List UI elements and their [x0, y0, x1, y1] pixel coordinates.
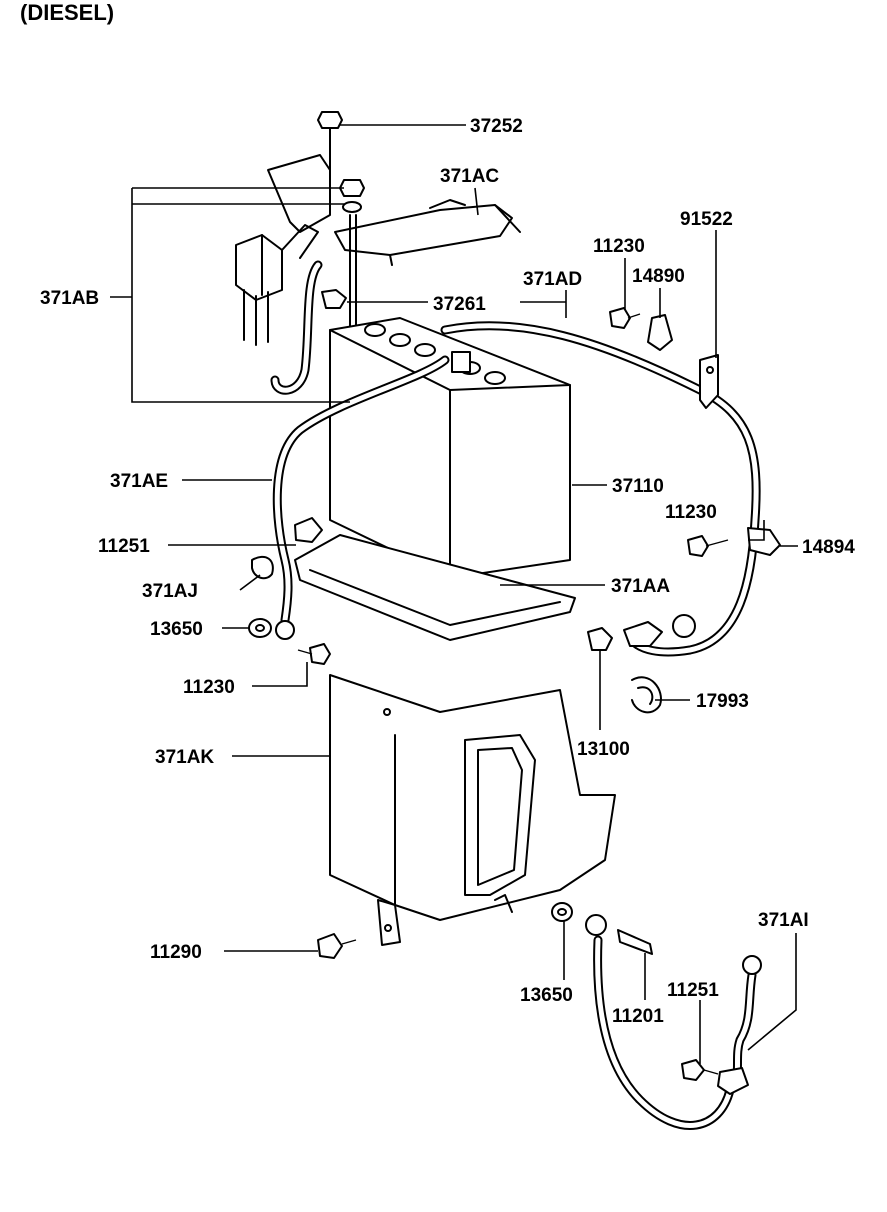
label-14890: 14890 [632, 266, 685, 287]
nut-37261 [321, 289, 347, 309]
label-11251-low: 11251 [667, 980, 719, 1001]
nuts-stack [339, 179, 365, 213]
washer-13650-low [551, 902, 573, 922]
label-371AA: 371AA [611, 576, 670, 597]
label-11290: 11290 [150, 942, 202, 963]
label-371AK: 371AK [155, 747, 214, 768]
ground-cable [585, 914, 735, 1130]
cap-371AJ [251, 555, 274, 580]
label-37261: 37261 [433, 294, 486, 315]
bracket-371AB [235, 154, 331, 346]
clip-14890 [647, 314, 673, 351]
bolt-11201 [617, 929, 653, 955]
label-371AI: 371AI [758, 910, 809, 931]
label-371AD: 371AD [523, 269, 582, 290]
label-17993: 17993 [696, 691, 749, 712]
battery-37110 [329, 317, 571, 579]
bolt-11251-low [681, 1059, 719, 1081]
clip-91522 [699, 354, 719, 409]
bolt-11251-left [294, 517, 323, 543]
diagram-title: (DIESEL) [20, 0, 114, 25]
clamp-17993 [631, 676, 662, 714]
relay-wire [270, 260, 323, 395]
label-37252: 37252 [470, 116, 523, 137]
label-91522: 91522 [680, 209, 733, 230]
label-371AE: 371AE [110, 471, 168, 492]
label-13650-low: 13650 [520, 985, 573, 1006]
label-371AJ: 371AJ [142, 581, 198, 602]
label-11230-top: 11230 [593, 236, 645, 257]
bolt-11230-low [297, 643, 331, 665]
cover-371AK [329, 674, 616, 946]
leader-lines [110, 124, 798, 1064]
bolt-11230-mid [687, 535, 729, 557]
cable-371AD [440, 321, 761, 657]
tray-371AA [294, 534, 576, 641]
cable-371AE [272, 355, 450, 640]
label-14894: 14894 [802, 537, 855, 558]
label-13650-left: 13650 [150, 619, 203, 640]
label-11251-left: 11251 [98, 536, 150, 557]
label-11230-mid: 11230 [665, 502, 717, 523]
clip-14894 [747, 527, 781, 556]
label-11201: 11201 [612, 1006, 664, 1027]
bolt-37252 [317, 111, 343, 173]
washer-13650-left [248, 618, 272, 638]
bolt-11230-top [609, 307, 641, 329]
cable-371AI [717, 955, 762, 1095]
label-11230-low: 11230 [183, 677, 235, 698]
nut-13100 [587, 627, 613, 651]
label-37110: 37110 [612, 476, 664, 497]
bolt-11290 [317, 933, 357, 959]
label-371AB: 371AB [40, 288, 99, 309]
label-13100: 13100 [577, 739, 630, 760]
clamp-371AC [334, 199, 521, 266]
label-371AC: 371AC [440, 166, 499, 187]
